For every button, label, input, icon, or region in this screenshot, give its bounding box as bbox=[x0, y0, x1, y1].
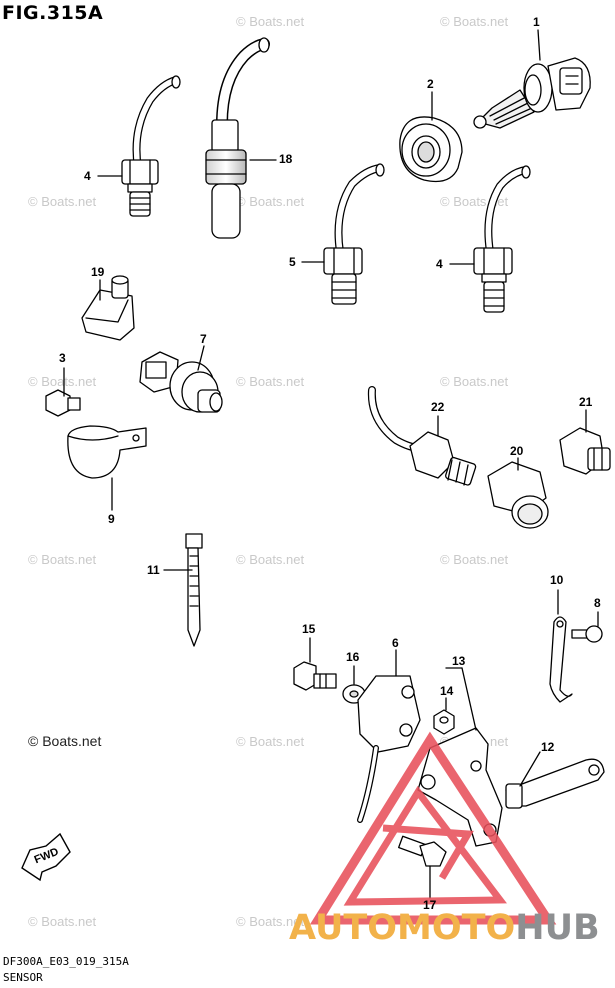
callout-19: 19 bbox=[91, 265, 105, 279]
watermark-dark: © Boats.net bbox=[28, 733, 102, 749]
callout-22: 22 bbox=[431, 400, 445, 414]
callout-1: 1 bbox=[533, 15, 540, 29]
watermark: © Boats.net bbox=[440, 552, 509, 567]
model-code: DF300A_E03_019_315A bbox=[3, 955, 129, 968]
part-11-cable-tie bbox=[185, 533, 203, 647]
callout-12: 12 bbox=[541, 740, 555, 754]
part-19-clip bbox=[81, 275, 135, 341]
section-name: SENSOR bbox=[3, 971, 43, 984]
part-14-nut bbox=[433, 709, 455, 735]
part-21-sensor bbox=[559, 427, 611, 475]
callout-11: 11 bbox=[147, 563, 160, 577]
part-15-bolt bbox=[293, 661, 337, 691]
callout-18: 18 bbox=[279, 152, 293, 166]
callout-14: 14 bbox=[440, 684, 454, 698]
watermark: © Boats.net bbox=[440, 374, 509, 389]
callout-10: 10 bbox=[550, 573, 564, 587]
part-2-grommet bbox=[399, 116, 463, 183]
brand-logo-part-a: AUTOMOTO bbox=[289, 908, 516, 948]
callout-4: 4 bbox=[84, 169, 91, 183]
part-18-sensor bbox=[205, 37, 270, 239]
part-5-sensor bbox=[323, 163, 385, 305]
watermark: © Boats.net bbox=[440, 14, 509, 29]
callout-17: 17 bbox=[423, 898, 437, 912]
watermark: © Boats.net bbox=[236, 914, 305, 929]
callout-6: 6 bbox=[392, 636, 399, 650]
part-9-clamp bbox=[67, 425, 147, 479]
watermark: © Boats.net bbox=[236, 14, 305, 29]
watermark: © Boats.net bbox=[28, 914, 97, 929]
part-12-link bbox=[505, 758, 605, 809]
part-1-sensor bbox=[473, 57, 591, 129]
part-4-sensor-a bbox=[121, 75, 181, 217]
watermark: © Boats.net bbox=[28, 374, 97, 389]
part-3-bolt bbox=[45, 389, 81, 417]
brand-logo-part-b: HUB bbox=[515, 908, 600, 948]
callout-16: 16 bbox=[346, 650, 360, 664]
watermark: © Boats.net bbox=[236, 734, 305, 749]
callout-13: 13 bbox=[452, 654, 466, 668]
callout-8: 8 bbox=[594, 596, 601, 610]
leader-lines bbox=[63, 29, 599, 899]
watermark: © Boats.net bbox=[236, 374, 305, 389]
callout-2: 2 bbox=[427, 77, 434, 91]
part-22-sensor bbox=[367, 386, 477, 486]
part-4-sensor-b bbox=[473, 165, 531, 313]
callout-20: 20 bbox=[510, 444, 524, 458]
part-8-screw bbox=[571, 625, 603, 643]
callout-5: 5 bbox=[289, 255, 296, 269]
callout-7: 7 bbox=[200, 332, 207, 346]
watermark: © Boats.net bbox=[28, 552, 97, 567]
figure-title: FIG.315A bbox=[2, 2, 104, 24]
part-20-plug bbox=[487, 461, 549, 529]
callout-21: 21 bbox=[579, 395, 593, 409]
callout-4: 4 bbox=[436, 257, 443, 271]
brand-logo-text: AUTOMOTOHUB bbox=[289, 908, 600, 948]
watermark: © Boats.net bbox=[236, 552, 305, 567]
callout-3: 3 bbox=[59, 351, 66, 365]
fwd-arrow bbox=[21, 832, 71, 882]
brand-logo-mark bbox=[309, 731, 557, 925]
part-6-switch bbox=[357, 675, 421, 823]
callout-15: 15 bbox=[302, 622, 316, 636]
callout-9: 9 bbox=[108, 512, 115, 526]
watermark: © Boats.net bbox=[236, 194, 305, 209]
part-10-bracket bbox=[549, 616, 573, 703]
part-7-switch bbox=[139, 351, 223, 413]
watermark: © Boats.net bbox=[28, 194, 97, 209]
part-17-bolt bbox=[398, 835, 447, 867]
